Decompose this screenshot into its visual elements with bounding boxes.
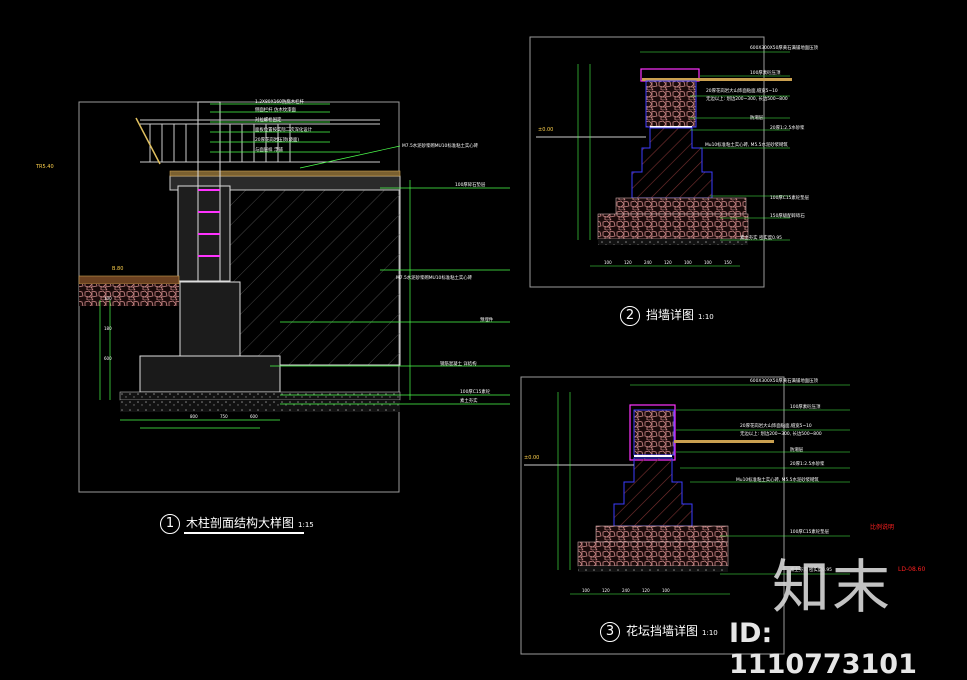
detail-1-title-text: 木柱剖面结构大样图 xyxy=(186,516,295,530)
detail-3-number: 3 xyxy=(600,622,620,642)
detail-2-frame xyxy=(529,36,765,288)
detail-2-label: 防潮层 xyxy=(750,114,764,121)
detail-1-label: 面板位置按实际二次深化设计 xyxy=(255,126,313,133)
detail-3-label: 素土夯实 密实度0.95 xyxy=(790,566,832,573)
detail-1-label: 100厚碎石垫层 xyxy=(455,181,486,188)
detail-2-label: 20厚1:2.5水砂浆 xyxy=(770,124,805,131)
detail-1-label: 1.2X80X160防腐木栏杆 xyxy=(255,98,305,105)
detail-1-dimension: 600 xyxy=(104,356,112,361)
detail-1-label: M7.5水泥砂浆砌MU10标准粘土实心砖 xyxy=(396,274,473,281)
detail-2-label: 600X300X50厚黄石满铺地面压顶 xyxy=(750,44,818,51)
detail-3-scale: 1:10 xyxy=(702,629,718,637)
detail-3-label: 20厚1:2.5水砂浆 xyxy=(790,460,825,467)
detail-1-label: 预埋件 xyxy=(480,316,494,323)
detail-1-label: 钢筋混凝土 详结构 xyxy=(440,360,477,367)
detail-3-title-text: 花坛挡墙详图 xyxy=(626,624,699,638)
detail-3-dimension: 100 xyxy=(582,588,590,593)
detail-2: ±0.00 xyxy=(529,36,792,288)
detail-3-dimension: 240 xyxy=(622,588,630,593)
detail-2-number: 2 xyxy=(620,306,640,326)
detail-3-label: 100厚素砼压顶 xyxy=(790,403,821,410)
detail-2-dimension: 100 xyxy=(684,260,692,265)
detail-2-dimension: 100 xyxy=(704,260,712,265)
red-tag: LD-08.60 xyxy=(898,566,926,573)
detail-3-label: 防潮层 xyxy=(790,446,804,453)
detail-3-dimension: 120 xyxy=(642,588,650,593)
detail-1-label: 素土夯实 xyxy=(460,397,478,404)
detail-3-dimension: 120 xyxy=(602,588,610,593)
detail-1-dimension: 750 xyxy=(220,414,228,419)
svg-text:TR5.40: TR5.40 xyxy=(35,164,54,170)
detail-2-dimension: 240 xyxy=(644,260,652,265)
detail-1: TR5.40 B.80 xyxy=(35,101,510,493)
detail-2-title-text: 挡墙详图 xyxy=(646,308,695,322)
detail-2-label: Mu10标准粘土实心砖, M5.5水泥砂浆砌筑 xyxy=(705,141,788,148)
svg-text:±0.00: ±0.00 xyxy=(538,127,553,133)
detail-1-label: M7.5水泥砂浆砌MU10标准粘土实心砖 xyxy=(402,142,479,149)
detail-1-label: 与面层样 浮铺 xyxy=(255,146,283,153)
detail-3-label: 无边以上: 划边200~300, 长边500~800 xyxy=(740,430,822,437)
detail-1-dimension: 800 xyxy=(190,414,198,419)
detail-2-dimension: 100 xyxy=(604,260,612,265)
red-note: 比例说明 xyxy=(870,524,895,531)
detail-2-dimension: 120 xyxy=(664,260,672,265)
detail-2-dimension: 150 xyxy=(724,260,732,265)
detail-2-label: 素土夯实 密实度0.95 xyxy=(740,234,782,241)
watermark-id: ID: 1110773101 xyxy=(729,618,917,680)
svg-text:±0.00: ±0.00 xyxy=(524,455,539,461)
detail-2-label: 20厚花岗岩大山饰面贴面,缝宽5~10 xyxy=(706,87,778,94)
detail-3-label: Mu10标准粘土实心砖, M5.5水泥砂浆砌筑 xyxy=(736,476,819,483)
detail-1-number: 1 xyxy=(160,514,180,534)
detail-2-label: 100厚素砼压顶 xyxy=(750,69,781,76)
detail-3-label: 100厚C15素砼垫层 xyxy=(790,528,830,535)
detail-1-label: 20厚花岗岩压顶(烧面) xyxy=(255,136,299,143)
detail-1-dimension: 100 xyxy=(104,296,112,301)
detail-2-scale: 1:10 xyxy=(698,313,714,321)
detail-2-label: 无边以上: 划边200~300, 长边500~800 xyxy=(706,95,788,102)
watermark-brand: 知末 xyxy=(772,553,893,621)
detail-3-label: 20厚花岗岩大山饰面贴面,缝宽5~10 xyxy=(740,422,812,429)
detail-1-label: 侧面栏杆 仿木纹漆面 xyxy=(255,106,297,113)
detail-3-frame xyxy=(520,376,785,655)
detail-2-label: 100厚C15素砼垫层 xyxy=(770,194,810,201)
detail-2-dimension: 120 xyxy=(624,260,632,265)
detail-2-label: 150厚级配碎砾石 xyxy=(770,212,805,219)
detail-1-dimension: 600 xyxy=(250,414,258,419)
detail-1-dimension: 180 xyxy=(104,326,112,331)
detail-3: ±0.00 xyxy=(520,376,850,655)
detail-3-label: 600X300X50厚黄石满铺地面压顶 xyxy=(750,377,818,384)
detail-1-label: 对拉螺栓固定 xyxy=(255,116,282,123)
detail-1-scale: 1:15 xyxy=(298,521,314,529)
detail-1-label: 100厚C15素砼 xyxy=(460,388,491,395)
svg-text:B.80: B.80 xyxy=(112,266,123,272)
detail-3-dimension: 100 xyxy=(662,588,670,593)
